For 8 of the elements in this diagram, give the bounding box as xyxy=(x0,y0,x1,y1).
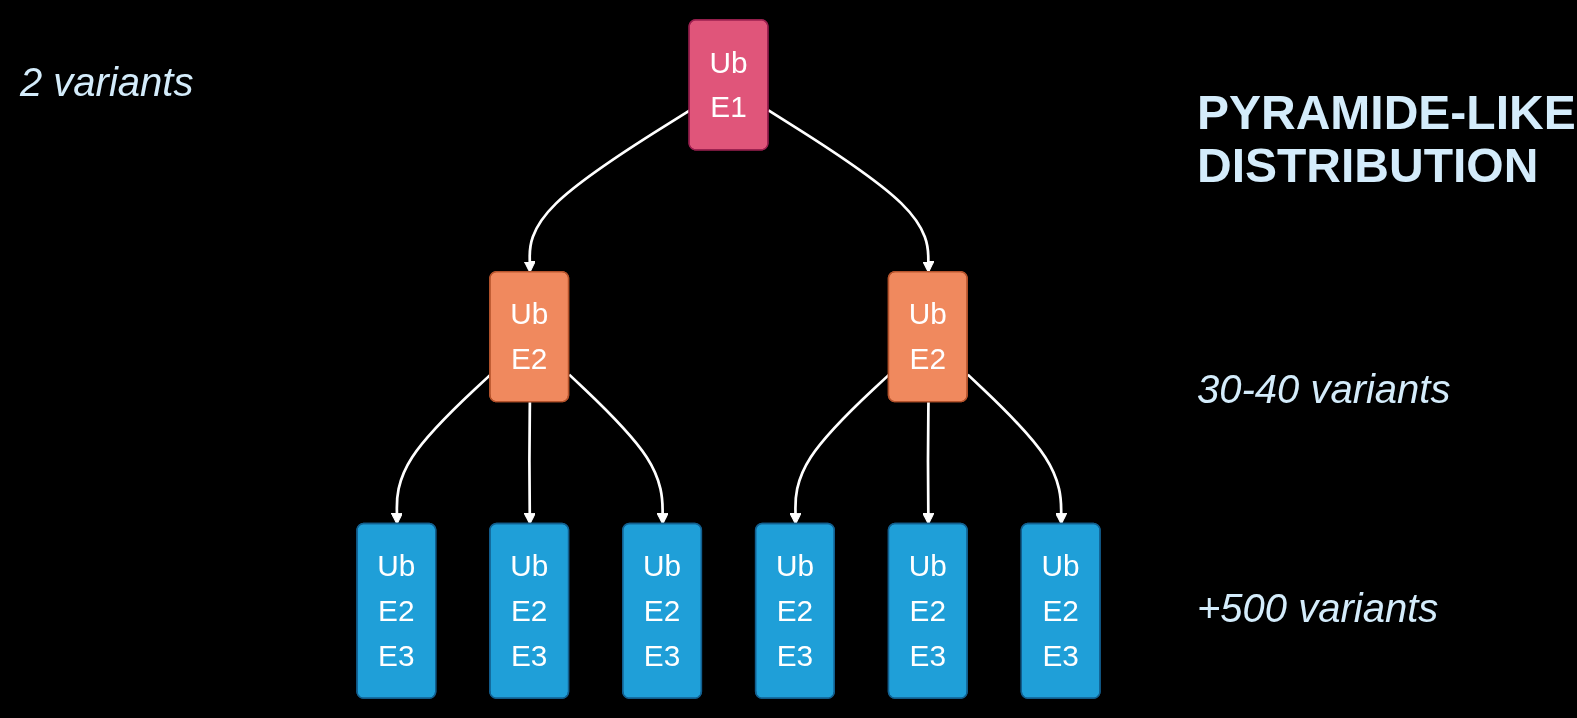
title: PYRAMIDE-LIKE DISTRIBUTION xyxy=(1197,87,1577,193)
arrow xyxy=(568,373,669,525)
arrow xyxy=(523,402,536,525)
level-note: +500 variants xyxy=(1197,585,1440,631)
level-note: 2 variants xyxy=(20,60,195,105)
level-note: 30-40 variants xyxy=(1197,366,1452,412)
arrow xyxy=(767,109,935,273)
arrow xyxy=(922,402,935,525)
